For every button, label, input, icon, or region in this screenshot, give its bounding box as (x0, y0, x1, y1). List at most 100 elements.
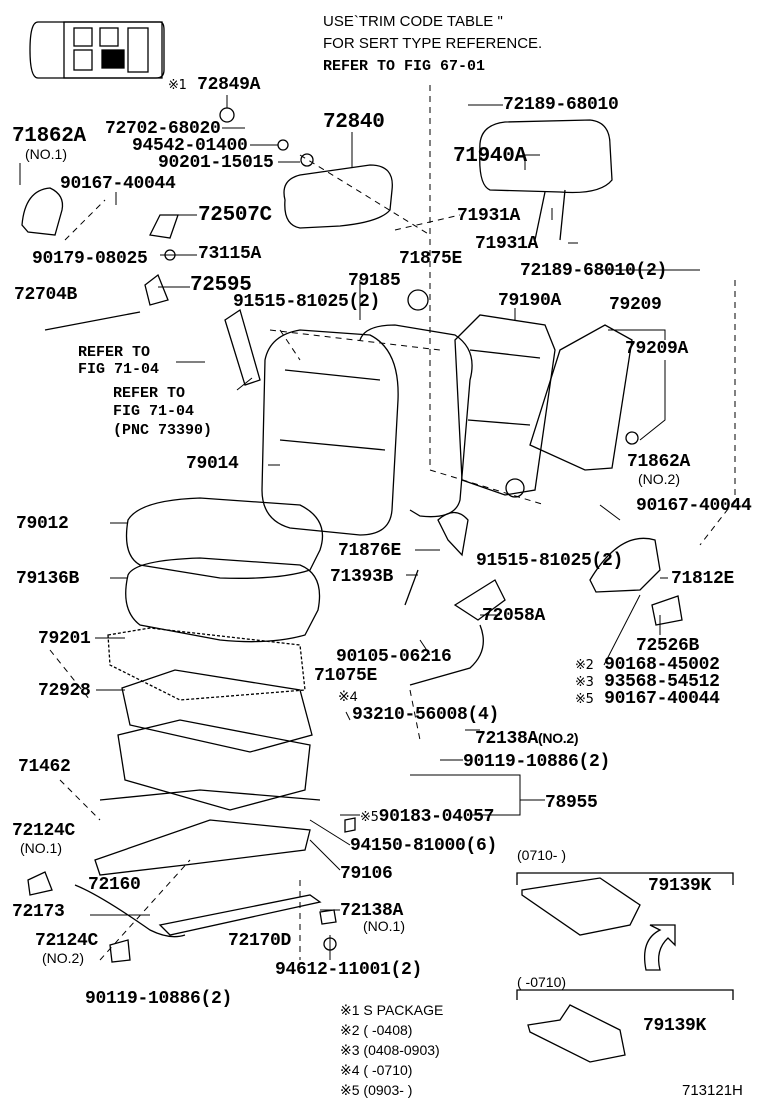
part-71876E[interactable]: 71876E (338, 541, 402, 561)
note-mark: ※4 (340, 1062, 360, 1078)
inset-range-old: ( -0710) (517, 974, 567, 990)
part-94542-01400[interactable]: 94542-01400 (132, 136, 248, 156)
note-mark: ※5 (360, 810, 379, 825)
part-72702-68020[interactable]: 72702-68020 (105, 119, 221, 139)
legend-item: ※4 ( -0710) (340, 1063, 412, 1078)
legend-text: (0408-0903) (363, 1042, 440, 1058)
part-90105-06216[interactable]: 90105-06216 (336, 647, 452, 667)
refer-fig-link[interactable]: FIG 71-04 (113, 403, 195, 420)
part-73115A[interactable]: 73115A (198, 244, 262, 264)
legend-text: ( -0408) (363, 1022, 413, 1038)
part-79014[interactable]: 79014 (186, 454, 239, 474)
part-number: 72849A (197, 75, 261, 95)
inset-range-new: (0710- ) (517, 847, 567, 863)
part-72849A[interactable]: ※1 72849A (168, 76, 260, 95)
note-mark: ※5 (575, 692, 594, 707)
part-79185[interactable]: 79185 (348, 271, 401, 291)
part-93568-54512[interactable]: ※3 93568-54512 (575, 673, 720, 692)
part-71940A[interactable]: 71940A (453, 145, 527, 168)
part-qualifier: (NO.1) (20, 840, 62, 856)
part-qualifier: (NO.2) (42, 950, 84, 966)
legend-item: ※3 (0408-0903) (340, 1043, 440, 1058)
part-71875E[interactable]: 71875E (399, 249, 463, 269)
part-number: 72138A (475, 729, 539, 749)
part-71862A-no2[interactable]: 71862A (627, 452, 691, 472)
note-mark: ※5 (340, 1082, 360, 1098)
note-refer-fig: REFER TO FIG 67-01 (323, 58, 486, 75)
part-90179-08025[interactable]: 90179-08025 (32, 249, 148, 269)
vehicle-locator-icon (29, 21, 165, 79)
part-93210-56008[interactable]: 93210-56008(4) (352, 705, 500, 725)
part-qualifier: (NO.1) (25, 146, 67, 162)
note-mark: ※3 (340, 1042, 360, 1058)
part-72124C-no1[interactable]: 72124C (12, 821, 76, 841)
part-79012[interactable]: 79012 (16, 514, 69, 534)
refer-note: REFER TO (113, 385, 186, 402)
part-90183-04057[interactable]: ※590183-04057 (360, 808, 494, 827)
refer-note: REFER TO (78, 344, 151, 361)
part-72124C-no2[interactable]: 72124C (35, 931, 99, 951)
part-72507C[interactable]: 72507C (198, 204, 272, 227)
note-mark: ※4 (338, 688, 358, 704)
part-94150-81000[interactable]: 94150-81000(6) (350, 836, 498, 856)
part-78955[interactable]: 78955 (545, 793, 598, 813)
part-72160[interactable]: 72160 (88, 875, 141, 895)
part-72058A[interactable]: 72058A (482, 606, 546, 626)
part-90119-10886[interactable]: 90119-10886(2) (463, 752, 611, 772)
part-72840[interactable]: 72840 (323, 111, 385, 134)
part-90119-10886[interactable]: 90119-10886(2) (85, 989, 233, 1009)
part-79139K-new[interactable]: 79139K (648, 876, 712, 896)
legend-text: (0903- ) (363, 1082, 413, 1098)
part-71393B[interactable]: 71393B (330, 567, 394, 587)
part-90167-40044[interactable]: 90167-40044 (636, 496, 752, 516)
refer-fig-link[interactable]: FIG 71-04 (78, 361, 160, 378)
note-mark: ※1 (340, 1002, 360, 1018)
part-79139K-old[interactable]: 79139K (643, 1016, 707, 1036)
figure-id: 713121H (682, 1082, 743, 1099)
note-mark: ※1 (168, 78, 187, 93)
part-91515-81025[interactable]: 91515-81025(2) (233, 292, 381, 312)
part-71931A[interactable]: 71931A (457, 206, 521, 226)
part-79136B[interactable]: 79136B (16, 569, 80, 589)
part-72526B[interactable]: 72526B (636, 636, 700, 656)
part-72138A-no1[interactable]: 72138A (340, 901, 404, 921)
part-90168-45002[interactable]: ※2 90168-45002 (575, 656, 720, 675)
part-72595[interactable]: 72595 (190, 274, 252, 297)
note-mark: ※2 (340, 1022, 360, 1038)
part-number: 90183-04057 (378, 807, 495, 827)
part-79209[interactable]: 79209 (609, 295, 662, 315)
part-number: 90168-45002 (604, 655, 720, 675)
note-trim-code: USE`TRIM CODE TABLE " (323, 13, 503, 30)
part-72189-68010-2[interactable]: 72189-68010(2) (520, 261, 668, 281)
part-71462[interactable]: 71462 (18, 757, 71, 777)
part-72189-68010[interactable]: 72189-68010 (503, 95, 619, 115)
part-72704B[interactable]: 72704B (14, 285, 78, 305)
part-90201-15015[interactable]: 90201-15015 (158, 153, 274, 173)
part-91515-81025[interactable]: 91515-81025(2) (476, 551, 624, 571)
note-mark: ※2 (575, 658, 594, 673)
part-72170D[interactable]: 72170D (228, 931, 292, 951)
part-71931A[interactable]: 71931A (475, 234, 539, 254)
part-71862A-no1[interactable]: 71862A (12, 125, 86, 148)
part-79190A[interactable]: 79190A (498, 291, 562, 311)
part-90167-40044[interactable]: 90167-40044 (60, 174, 176, 194)
legend-item: ※5 (0903- ) (340, 1083, 412, 1098)
part-number: 90167-40044 (604, 689, 720, 709)
part-90167-40044[interactable]: ※5 90167-40044 (575, 690, 720, 709)
legend-item: ※2 ( -0408) (340, 1023, 412, 1038)
part-71075E[interactable]: 71075E (314, 666, 378, 686)
part-72173[interactable]: 72173 (12, 902, 65, 922)
note-seat-type: FOR SERT TYPE REFERENCE. (323, 35, 543, 52)
legend-text: S PACKAGE (363, 1002, 444, 1018)
part-qualifier: (NO.2) (538, 730, 579, 746)
part-72138A-no2[interactable]: 72138A(NO.2) (475, 729, 579, 749)
part-79201[interactable]: 79201 (38, 629, 91, 649)
part-94612-11001[interactable]: 94612-11001(2) (275, 960, 423, 980)
legend-text: ( -0710) (363, 1062, 413, 1078)
part-71812E[interactable]: 71812E (671, 569, 735, 589)
part-79106[interactable]: 79106 (340, 864, 393, 884)
part-qualifier: (NO.2) (638, 471, 680, 487)
part-79209A[interactable]: 79209A (625, 339, 689, 359)
part-72928[interactable]: 72928 (38, 681, 91, 701)
